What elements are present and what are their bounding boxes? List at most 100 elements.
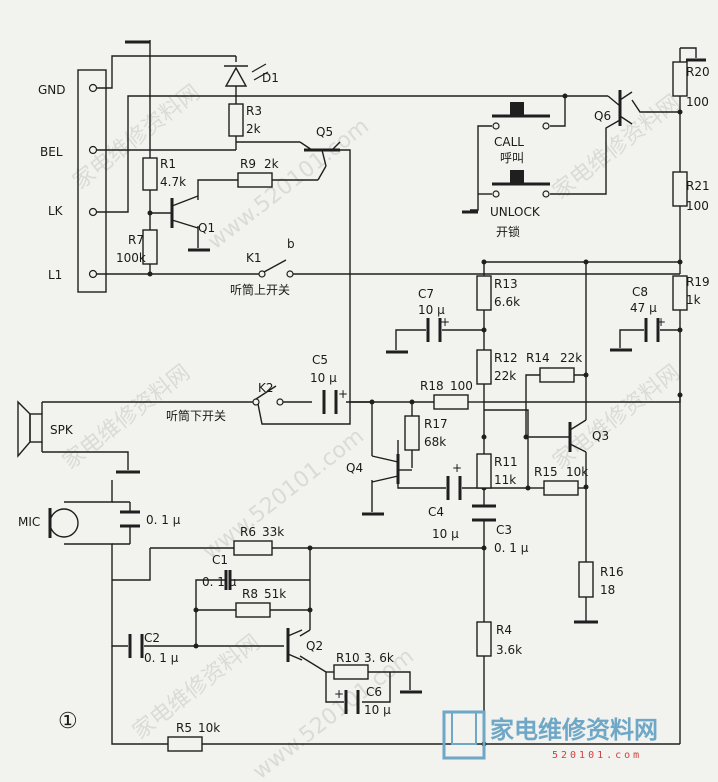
resistor-r16: R16 18 (578, 561, 624, 598)
terminal-label-bel: BEL (40, 145, 63, 159)
resistor-r15: R15 10k (534, 465, 588, 496)
r19-value: 1k (686, 293, 701, 307)
c8-plus: + (656, 315, 666, 329)
brand-url: 520101.com (552, 750, 642, 761)
transistor-q5: Q5 (299, 125, 341, 167)
r18-label: R18 (420, 379, 444, 393)
r21-value: 100 (686, 199, 709, 213)
resistor-r10: R10 3. 6k (333, 651, 394, 680)
watermark-url-2: www.520101.com (198, 424, 369, 565)
k1-description: 听筒上开关 (230, 282, 290, 297)
c3-label: C3 (496, 523, 512, 537)
r12-label: R12 (494, 351, 518, 365)
r9-label: R9 (240, 157, 256, 171)
r11-label: R11 (494, 455, 518, 469)
diode-d1: D1 (224, 63, 279, 87)
resistor-r17: R17 68k (404, 415, 448, 451)
unlock-label: UNLOCK (490, 205, 541, 219)
capacitor-c1: C1 0. 1 µ (202, 553, 237, 590)
speaker-spk: SPK (17, 400, 74, 458)
r4-value: 3.6k (496, 643, 522, 657)
q1-label: Q1 (198, 221, 215, 235)
figure-number: ① (58, 709, 78, 734)
resistor-r14: R14 22k (526, 351, 582, 383)
r19-label: R19 (686, 275, 710, 289)
c5-plus: + (338, 387, 348, 401)
c1-value: 0. 1 µ (202, 575, 237, 589)
r14-label: R14 (526, 351, 550, 365)
r6-label: R6 (240, 525, 256, 539)
resistor-r20: R20 100 (672, 61, 710, 109)
c5-value: 10 µ (310, 371, 337, 385)
q5-label: Q5 (316, 125, 333, 139)
watermark-text-3: 家电维修资料网 (548, 90, 685, 205)
c1-label: C1 (212, 553, 228, 567)
c6-value: 10 µ (364, 703, 391, 717)
terminal-strip: GND BEL LK L1 (38, 69, 107, 293)
r5-value: 10k (198, 721, 220, 735)
r12-value: 22k (494, 369, 516, 383)
r8-value: 51k (264, 587, 286, 601)
r17-value: 68k (424, 435, 446, 449)
transistor-q6: Q6 (594, 90, 633, 126)
c2-label: C2 (144, 631, 160, 645)
transistor-q3: Q3 (568, 419, 609, 453)
capacitor-c4: + C4 10 µ (428, 461, 462, 541)
r14-value: 22k (560, 351, 582, 365)
c6-plus: + (334, 687, 344, 701)
c4-plus: + (452, 461, 462, 475)
resistor-r1: R1 4.7k (142, 157, 186, 191)
pushbutton-unlock: UNLOCK 开锁 (490, 170, 550, 239)
q3-label: Q3 (592, 429, 609, 443)
brand-name: 家电维修资料网 (490, 716, 658, 744)
r16-label: R16 (600, 565, 624, 579)
resistor-r11: R11 11k (476, 453, 518, 489)
c8-label: C8 (632, 285, 648, 299)
c4-value: 10 µ (432, 527, 459, 541)
capacitor-c8: + C8 47 µ (630, 285, 666, 342)
pushbutton-call: CALL 呼叫 (492, 102, 550, 165)
r11-value: 11k (494, 473, 516, 487)
resistor-r8: R8 51k (235, 587, 286, 618)
terminal-label-l1: L1 (48, 268, 62, 282)
transistor-q1: Q1 (170, 195, 215, 235)
r5-label: R5 (176, 721, 192, 735)
resistor-r18: R18 100 (420, 379, 473, 410)
k1-b-label: b (287, 237, 295, 251)
spk-label: SPK (50, 423, 74, 437)
resistor-r4: R4 3.6k (476, 621, 522, 657)
r13-label: R13 (494, 277, 518, 291)
resistor-r6: R6 33k (233, 525, 284, 556)
r10-label: R10 (336, 651, 360, 665)
capacitor-c7: + C7 10 µ (418, 287, 450, 342)
r10-value: 3. 6k (364, 651, 394, 665)
wires (42, 40, 706, 747)
q4-label: Q4 (346, 461, 363, 475)
r1-value: 4.7k (160, 175, 186, 189)
r13-value: 6.6k (494, 295, 520, 309)
r7-value: 100k (116, 251, 146, 265)
r18-value: 100 (450, 379, 473, 393)
k2-description: 听筒下开关 (166, 408, 226, 423)
switch-k1: K1 b 听筒上开关 (230, 237, 295, 297)
r4-label: R4 (496, 623, 512, 637)
c5-label: C5 (312, 353, 328, 367)
call-description: 呼叫 (500, 151, 524, 165)
resistor-r9: R9 2k (237, 157, 279, 188)
capacitor-c3: C3 0. 1 µ (472, 504, 529, 555)
q2-label: Q2 (306, 639, 323, 653)
resistor-r5: R5 10k (167, 721, 220, 752)
r15-label: R15 (534, 465, 558, 479)
resistor-r12: R12 22k (476, 349, 518, 385)
mic-label: MIC (18, 515, 40, 529)
r20-value: 100 (686, 95, 709, 109)
terminal-label-gnd: GND (38, 83, 66, 97)
resistor-r7: R7 100k (116, 229, 158, 265)
r7-label: R7 (128, 233, 144, 247)
d1-label: D1 (262, 71, 279, 85)
r20-label: R20 (686, 65, 710, 79)
microphone-mic: MIC (18, 508, 79, 538)
q6-label: Q6 (594, 109, 611, 123)
c7-value: 10 µ (418, 303, 445, 317)
